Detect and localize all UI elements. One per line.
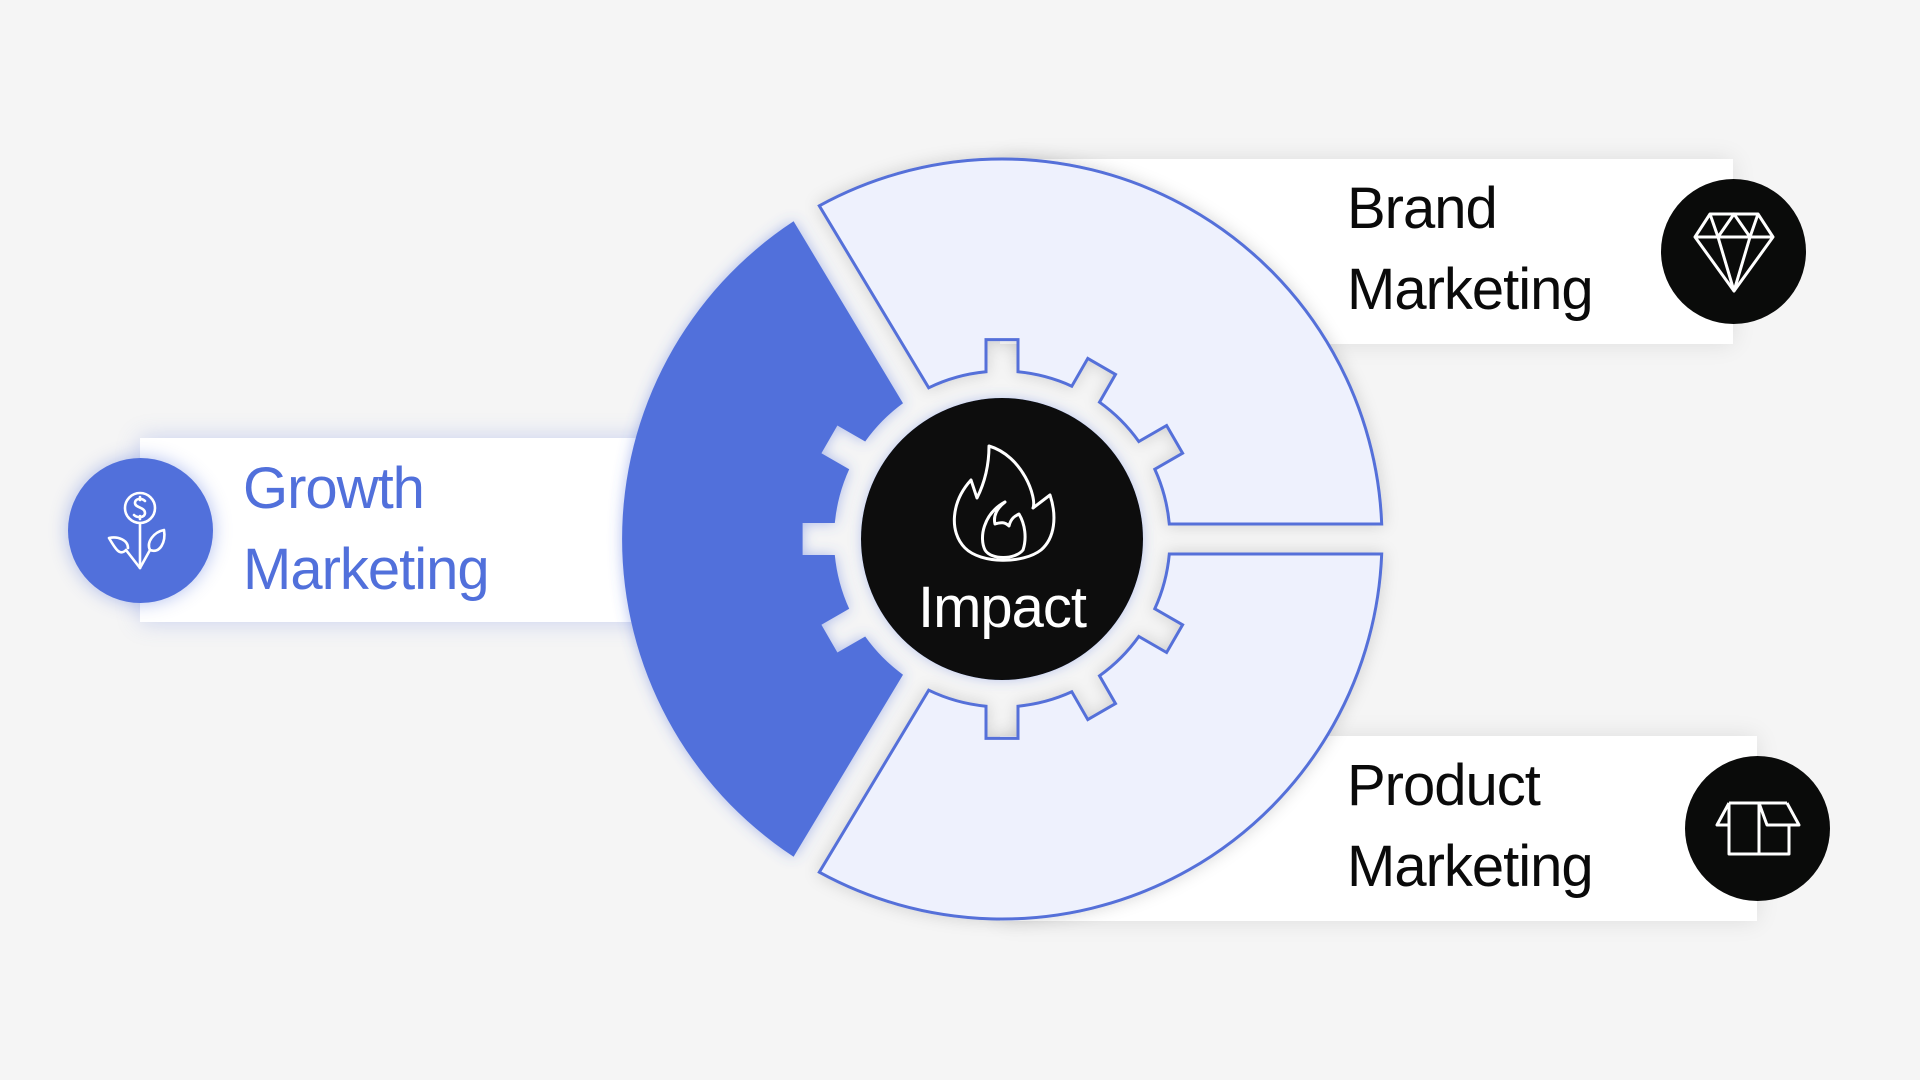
growth-label-line1: Growth (243, 456, 425, 521)
product-label-line1: Product (1347, 753, 1541, 818)
brand-marketing-label: Brand Marketing (1347, 168, 1594, 330)
impact-hub[interactable] (861, 398, 1143, 680)
growth-label-box (140, 438, 660, 622)
brand-icon-badge (1661, 179, 1806, 324)
growth-marketing-label: Growth Marketing (243, 448, 490, 610)
product-icon-badge (1685, 756, 1830, 901)
diamond-icon (1693, 212, 1774, 292)
brand-segment[interactable] (817, 157, 1384, 526)
growth-label-line2: Marketing (243, 537, 490, 602)
brand-label-line2: Marketing (1347, 257, 1594, 322)
plant-dollar-icon (107, 491, 166, 569)
box-icon (1715, 801, 1800, 855)
product-segment[interactable] (817, 552, 1384, 921)
product-marketing-label: Product Marketing (1347, 745, 1594, 907)
growth-icon-badge (68, 458, 213, 603)
brand-label-line1: Brand (1347, 176, 1498, 241)
flame-icon (952, 444, 1056, 562)
impact-label: Impact (917, 575, 1087, 640)
product-label-line2: Marketing (1347, 834, 1594, 899)
growth-segment[interactable] (622, 221, 903, 857)
